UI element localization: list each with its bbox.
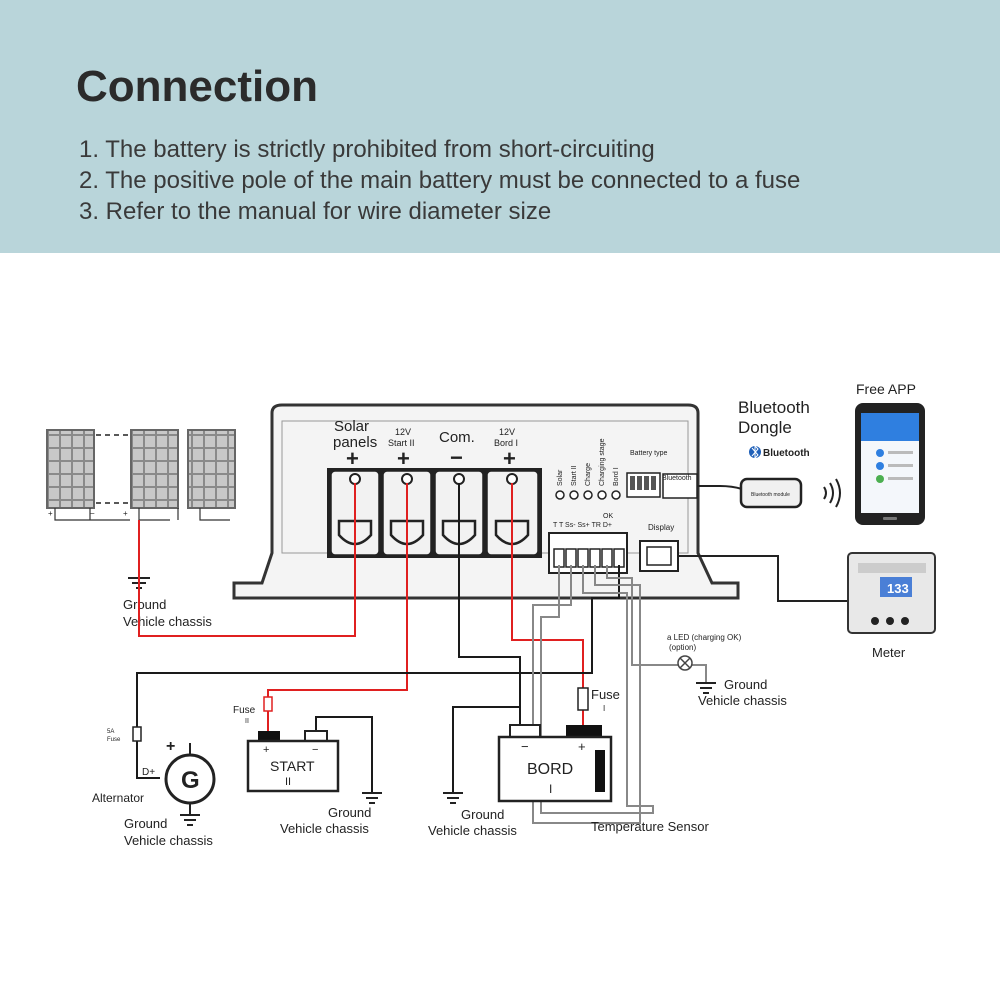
bluetooth-logo-icon bbox=[749, 444, 761, 460]
display-port[interactable] bbox=[639, 540, 679, 572]
bord-battery-label: BORD bbox=[527, 761, 573, 778]
svg-text:+: + bbox=[578, 739, 586, 754]
led-ground-label: Ground bbox=[724, 677, 767, 692]
start-chassis-label: Vehicle chassis bbox=[280, 821, 369, 836]
solar-panel-2 bbox=[130, 429, 179, 509]
fuse-start-label: Fuse bbox=[233, 705, 256, 716]
terminal-minus: − bbox=[450, 445, 463, 470]
wire-bord-positive bbox=[511, 483, 584, 733]
wiring-diagram: + − + Ground Vehicle chassis Solar panel… bbox=[46, 381, 936, 848]
indicator-led-icon bbox=[677, 655, 693, 671]
wire-solar-positive bbox=[138, 483, 356, 637]
bluetooth-port[interactable] bbox=[662, 473, 698, 499]
wire-common-negative bbox=[458, 483, 521, 725]
solar-panel-3 bbox=[187, 429, 236, 509]
terminal-panels-label: panels bbox=[333, 434, 377, 451]
signal-header-label: T T Ss- Ss+ TR D+ bbox=[553, 522, 612, 529]
terminal-start-volt: 12V bbox=[395, 427, 411, 437]
fuse-start bbox=[263, 696, 273, 712]
fuse-5a-label-1: 5A bbox=[107, 729, 114, 735]
wireless-signal-icon bbox=[823, 478, 841, 508]
display-meter: 133 bbox=[847, 552, 936, 634]
led-charge-label: Charge bbox=[585, 463, 592, 486]
terminal-plus-3: + bbox=[503, 446, 516, 471]
bord-ground-label: Ground bbox=[461, 807, 504, 822]
signal-ok-label: OK bbox=[603, 513, 613, 520]
start-battery-number: II bbox=[285, 776, 291, 788]
fuse-5a-label-2: Fuse bbox=[107, 737, 121, 743]
fuse-5a bbox=[132, 726, 142, 742]
start-battery: + − START II bbox=[246, 730, 340, 793]
bluetooth-dongle: Bluetooth module bbox=[739, 477, 803, 509]
free-app-label: Free APP bbox=[856, 381, 916, 397]
page-title: Connection bbox=[76, 62, 318, 111]
alternator-g-label: G bbox=[181, 767, 200, 794]
start-ground-symbol bbox=[362, 792, 382, 804]
led-option-label-2: (option) bbox=[669, 643, 696, 652]
bluetooth-port-label: Bluetooth bbox=[662, 475, 692, 482]
alternator: G bbox=[164, 743, 216, 815]
terminal-plus-2: + bbox=[397, 446, 410, 471]
notes-list: 1. The battery is strictly prohibited fr… bbox=[79, 134, 800, 227]
start-battery-label: START bbox=[270, 758, 315, 774]
svg-text:−: − bbox=[312, 744, 318, 756]
meter-label: Meter bbox=[872, 645, 906, 660]
fuse-start-number: II bbox=[245, 718, 249, 725]
terminal-solar-label: Solar bbox=[334, 418, 369, 435]
start-ground-label: Ground bbox=[328, 805, 371, 820]
temperature-sensor-label: Temperature Sensor bbox=[591, 819, 709, 834]
led-ground-symbol bbox=[696, 682, 716, 694]
fuse-bord-number: I bbox=[603, 704, 605, 713]
smartphone bbox=[855, 403, 925, 525]
display-port-label: Display bbox=[648, 523, 674, 532]
battery-type-dip-switch[interactable] bbox=[626, 472, 661, 498]
note-2: 2. The positive pole of the main battery… bbox=[79, 167, 801, 194]
solar-chassis-label: Vehicle chassis bbox=[123, 614, 212, 629]
terminal-start-label: Start II bbox=[388, 438, 415, 448]
alternator-ground-label: Ground bbox=[124, 816, 167, 831]
alternator-plus: + bbox=[166, 738, 175, 755]
svg-text:−: − bbox=[521, 739, 529, 754]
bluetooth-dongle-title-1: Bluetooth bbox=[738, 398, 810, 417]
svg-text:+: + bbox=[48, 509, 53, 518]
bord-battery: − + BORD I bbox=[497, 724, 613, 803]
led-chassis-label: Vehicle chassis bbox=[698, 693, 787, 708]
bluetooth-brand-label: Bluetooth bbox=[763, 448, 810, 459]
status-leds: Solar Start II Charge Charging stage Bor… bbox=[555, 438, 621, 500]
bord-ground-symbol bbox=[443, 792, 463, 804]
alternator-chassis-label: Vehicle chassis bbox=[124, 833, 213, 848]
led-solar-label: Solar bbox=[557, 469, 564, 486]
terminal-bord-label: Bord I bbox=[494, 438, 518, 448]
temperature-sensor bbox=[595, 750, 605, 792]
solar-panel-1 bbox=[46, 429, 95, 509]
battery-type-label: Battery type bbox=[630, 450, 667, 457]
bord-chassis-label: Vehicle chassis bbox=[428, 823, 517, 838]
fuse-bord-label: Fuse bbox=[591, 687, 620, 702]
solar-panel-array: + − + bbox=[46, 429, 236, 521]
bluetooth-dongle-title-2: Dongle bbox=[738, 418, 792, 437]
svg-text:+: + bbox=[123, 509, 128, 518]
led-charging-stage-label: Charging stage bbox=[599, 438, 606, 486]
svg-text:−: − bbox=[90, 509, 95, 518]
signal-terminal-block bbox=[548, 532, 628, 574]
led-option-label-1: a LED (charging OK) bbox=[667, 633, 742, 642]
alternator-label: Alternator bbox=[92, 791, 144, 805]
bord-battery-number: I bbox=[549, 782, 552, 796]
dongle-module-label: Bluetooth module bbox=[751, 492, 790, 498]
header-banner: Connection 1. The battery is strictly pr… bbox=[0, 0, 1000, 253]
terminal-bord-volt: 12V bbox=[499, 427, 515, 437]
fuse-bord bbox=[577, 687, 589, 711]
solar-ground-label: Ground bbox=[123, 597, 166, 612]
terminal-plus-1: + bbox=[346, 446, 359, 471]
note-3: 3. Refer to the manual for wire diameter… bbox=[79, 198, 552, 225]
led-start-label: Start II bbox=[571, 465, 578, 486]
svg-text:+: + bbox=[263, 744, 269, 756]
terminal-com-label: Com. bbox=[439, 429, 475, 446]
terminal-block bbox=[327, 468, 542, 558]
note-1: 1. The battery is strictly prohibited fr… bbox=[79, 136, 655, 163]
alternator-dplus-label: D+ bbox=[142, 767, 155, 778]
meter-readout: 133 bbox=[887, 581, 909, 596]
led-bord-label: Bord I bbox=[613, 467, 620, 486]
alternator-ground-symbol bbox=[180, 814, 200, 826]
